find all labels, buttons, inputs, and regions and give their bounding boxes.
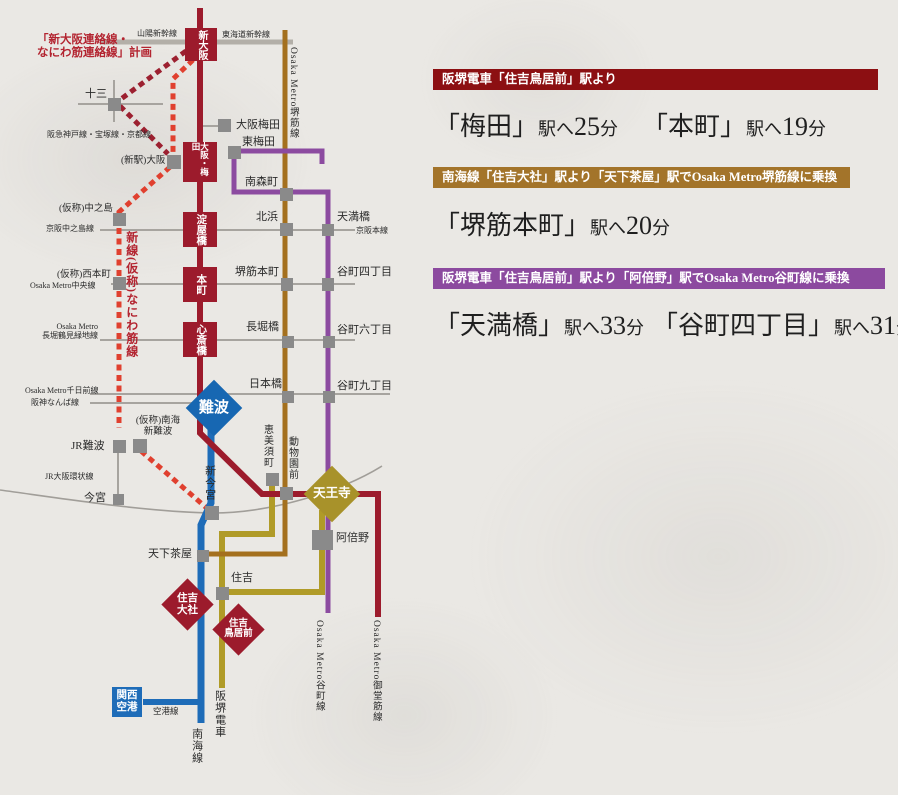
station-box-juso xyxy=(108,98,121,111)
panel1-header: 阪堺電車「住吉鳥居前」駅より xyxy=(433,69,878,90)
station-yodoyabashi: 淀屋橋 xyxy=(183,212,217,247)
line-label-sennichimae: Osaka Metro千日前線 xyxy=(25,386,99,395)
naniwasuji-plan-dashed-line xyxy=(116,58,211,512)
station-kansai-airport: 関西空港 xyxy=(112,687,142,717)
tanimachi-line-stub xyxy=(241,148,325,164)
station-label-sakaisuji-hommachi: 堺筋本町 xyxy=(235,266,279,278)
plan-note: 「新大阪連絡線・ なにわ筋連絡線」計画 xyxy=(37,34,152,60)
station-label-ebisucho: 恵美須町 xyxy=(261,424,273,468)
station-label-sumiyoshi: 住吉 xyxy=(231,572,253,584)
station-box-dobutsuen-mae xyxy=(280,487,293,500)
line-label-sakaisuji: Osaka Metro堺筋線 xyxy=(287,47,298,139)
station-box-imamiya xyxy=(113,494,124,505)
station-label-shineki-osaka: (新駅)大阪 xyxy=(121,156,166,166)
station-label-osaka-umeda: 大阪梅田 xyxy=(236,119,280,131)
station-box-tanimachi-4 xyxy=(322,278,334,291)
station-osaka-umeda-red: 大阪・梅田 xyxy=(183,142,217,182)
station-label-nishi-hommachi: (仮称)西本町 xyxy=(57,270,111,280)
line-label-jr-loop: JR大阪環状線 xyxy=(45,472,94,481)
station-box-shin-namba xyxy=(133,439,147,453)
station-box-jr-namba xyxy=(113,440,126,453)
line-label-midosuji: Osaka Metro御堂筋線 xyxy=(370,620,381,723)
station-box-abeno xyxy=(312,530,333,550)
station-box-shin-imamiya xyxy=(205,506,219,520)
line-label-hankai: 阪堺電車 xyxy=(213,690,226,738)
station-box-nipponbashi xyxy=(282,391,294,403)
station-box-temmabashi xyxy=(322,224,334,236)
hankai-line-ebisucho-branch xyxy=(219,482,275,688)
line-label-chuo: Osaka Metro中央線 xyxy=(30,281,96,290)
time-text: 「堺筋本町」 xyxy=(434,211,591,240)
station-label-temmabashi: 天満橋 xyxy=(337,211,370,223)
station-box-ebisucho xyxy=(266,473,279,486)
station-box-tengachaya xyxy=(197,550,209,562)
station-label-shin-imamiya: 新今宮 xyxy=(203,465,216,501)
panel2-body: 「堺筋本町」駅へ20分 xyxy=(434,211,671,240)
station-box-nagahoribashi xyxy=(282,336,294,348)
station-label-higashi-umeda: 東梅田 xyxy=(242,136,275,148)
station-label-tengachaya: 天下茶屋 xyxy=(148,548,192,560)
time-text: 「天満橋」 xyxy=(434,311,565,340)
station-label-abeno: 阿倍野 xyxy=(336,532,369,544)
station-label-nipponbashi: 日本橋 xyxy=(249,378,282,390)
station-label-nagahoribashi: 長堀橋 xyxy=(246,321,279,333)
line-label-naniwasuji-new: 新線(仮称)なにわ筋線 xyxy=(124,231,139,358)
station-label-imamiya: 今宮 xyxy=(84,492,106,504)
station-box-sakaisuji-hommachi xyxy=(281,278,293,291)
panel3-body: 「天満橋」駅へ33分「谷町四丁目」駅へ31分 xyxy=(434,311,898,340)
station-label-tanimachi-9: 谷町九丁目 xyxy=(337,380,392,392)
station-label-minami-morimachi: 南森町 xyxy=(245,176,278,188)
station-hommachi: 本町 xyxy=(183,267,217,302)
sakaisuji-line xyxy=(205,30,288,557)
station-label-jr-namba: JR難波 xyxy=(71,440,105,452)
station-label-tanimachi-4: 谷町四丁目 xyxy=(337,266,392,278)
line-label-keihan-nakanoshima: 京阪中之島線 xyxy=(46,224,94,233)
panel3-header: 阪堺電車「住吉鳥居前」駅より「阿倍野」駅でOsaka Metro谷町線に乗換 xyxy=(433,268,885,289)
line-label-airport: 空港線 xyxy=(153,706,179,716)
line-label-hankyu: 阪急神戸線・宝塚線・京都線 xyxy=(47,130,151,139)
panel1-body: 「梅田」駅へ25分「本町」駅へ19分 xyxy=(434,112,827,141)
line-label-keihan-main: 京阪本線 xyxy=(356,226,388,235)
renrakusen-plan-dashed-line xyxy=(115,48,188,156)
line-label-nankai: 南海線 xyxy=(190,728,203,764)
station-box-kitahama xyxy=(280,223,293,236)
station-box-tanimachi-9 xyxy=(323,391,335,403)
line-label-tokaido-shinkansen: 東海道新幹線 xyxy=(222,30,270,39)
time-text: 「梅田」 xyxy=(434,112,539,141)
station-box-minami-morimachi xyxy=(280,188,293,201)
station-box-higashi-umeda xyxy=(228,146,241,159)
station-box-sumiyoshi xyxy=(216,587,229,600)
line-label-sanyo-shinkansen: 山陽新幹線 xyxy=(137,29,177,38)
station-box-nishi-hommachi xyxy=(113,277,126,290)
station-label-dobutsuen-mae: 動物園前 xyxy=(286,436,298,480)
station-label-juso: 十三 xyxy=(85,88,107,100)
line-label-hanshin-namba: 阪神なんば線 xyxy=(31,398,79,407)
station-label-nakanoshima: (仮称)中之島 xyxy=(59,204,113,214)
line-label-tanimachi: Osaka Metro谷町線 xyxy=(313,620,324,712)
panel2-header: 南海線「住吉大社」駅より「天下茶屋」駅でOsaka Metro堺筋線に乗換 xyxy=(433,167,850,188)
station-box-tanimachi-6 xyxy=(323,336,335,348)
station-label-shin-namba: (仮称)南海 新難波 xyxy=(135,416,181,437)
station-label-tanimachi-6: 谷町六丁目 xyxy=(337,324,392,336)
station-box-osaka-umeda xyxy=(218,119,231,132)
station-box-nakanoshima xyxy=(113,213,126,226)
station-shinsaibashi: 心斎橋 xyxy=(183,322,217,357)
line-label-nagahori-tsurumi: Osaka Metro 長堀鶴見緑地線 xyxy=(42,322,98,341)
route-map: 「新大阪連絡線・ なにわ筋連絡線」計画 山陽新幹線 東海道新幹線 Osaka M… xyxy=(0,0,430,795)
station-box-shineki-osaka xyxy=(167,155,181,169)
station-shin-osaka: 新大阪 xyxy=(185,28,217,61)
station-label-kitahama: 北浜 xyxy=(256,211,278,223)
